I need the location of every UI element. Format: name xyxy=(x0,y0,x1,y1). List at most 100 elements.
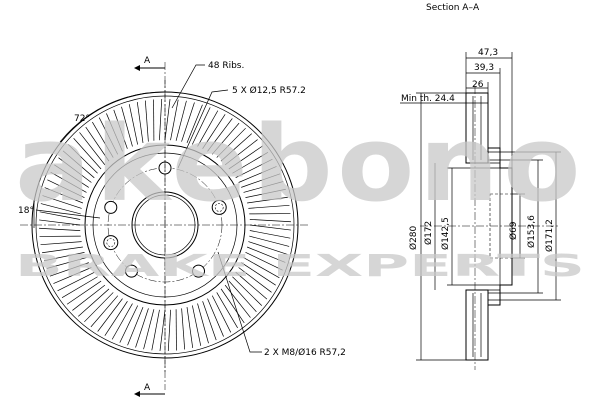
dim-69: Ø69 xyxy=(508,221,519,240)
vent-rib xyxy=(143,309,155,350)
section-marker-top: A xyxy=(144,56,151,66)
vent-rib xyxy=(216,292,238,329)
vent-rib xyxy=(224,139,258,166)
vent-rib-edge xyxy=(202,301,217,341)
vent-rib xyxy=(58,157,92,183)
vent-rib-edge xyxy=(220,133,252,162)
threaded-holes-label: 2 X M8/Ø16 R57,2 xyxy=(264,347,346,358)
bolt-hole xyxy=(192,264,206,278)
vent-rib-edge xyxy=(202,114,226,149)
ribs-label: 48 Ribs. xyxy=(208,61,244,71)
ribs-leader xyxy=(171,64,205,109)
vent-rib xyxy=(111,303,133,340)
vent-rib-edge xyxy=(113,109,128,149)
vent-rib-edge xyxy=(135,308,149,348)
vent-rib-edge xyxy=(62,150,95,179)
threaded-hole xyxy=(211,199,227,215)
watermark: akebono BRAKE EXPERTS xyxy=(15,103,585,284)
vent-rib-edge xyxy=(220,288,245,324)
vent-rib xyxy=(72,284,106,311)
watermark-brand: akebono xyxy=(15,103,585,225)
vent-rib xyxy=(207,118,233,152)
bolt-hole xyxy=(124,264,138,278)
vent-rib-edge xyxy=(128,104,138,145)
bolt-hole-leader xyxy=(177,89,229,169)
vent-rib xyxy=(247,196,288,204)
vent-rib xyxy=(249,224,291,231)
front-view: A A 72° 18° 48 Ribs. 5 X Ø12,5 R57.2 2 X… xyxy=(18,56,346,397)
vent-rib-edge xyxy=(228,280,257,312)
vent-rib-edge xyxy=(49,262,89,277)
vent-rib-edge xyxy=(235,158,273,179)
dim-26: 26 xyxy=(472,80,484,90)
vent-rib xyxy=(53,267,92,284)
vent-rib xyxy=(164,99,171,141)
vent-rib-edge xyxy=(44,252,85,262)
dim-172: Ø172 xyxy=(423,221,434,245)
angle-72-label: 72° xyxy=(74,114,90,124)
vent-rib-edge xyxy=(241,173,281,188)
threaded-hole-thread xyxy=(214,203,224,212)
vent-rib-edge xyxy=(90,295,119,328)
vent-rib-edge xyxy=(211,122,240,155)
vent-rib xyxy=(238,267,272,293)
bolt-holes-label: 5 X Ø12,5 R57.2 xyxy=(232,85,306,96)
vent-rib-edge xyxy=(66,280,102,305)
vent-rib-edge xyxy=(39,227,81,231)
threaded-hole-leader xyxy=(217,251,262,353)
vent-rib xyxy=(197,110,219,147)
vent-rib-edge xyxy=(211,295,232,333)
vent-rib-edge xyxy=(73,138,102,170)
vent-rib-edge xyxy=(104,301,128,336)
section-view: Section A–A 47,3 39,3 26 Min th. 24 xyxy=(400,3,561,370)
vent-rib xyxy=(186,307,194,348)
vent-rib xyxy=(67,144,98,174)
dim-153-6: Ø153,6 xyxy=(526,215,537,248)
vent-rib-edge xyxy=(245,188,286,198)
section-arrowhead-top xyxy=(134,65,140,71)
vent-rib-edge xyxy=(249,219,291,223)
vent-rib xyxy=(216,127,246,158)
threaded-hole xyxy=(103,235,119,251)
vent-rib xyxy=(92,121,114,158)
vent-rib xyxy=(40,203,81,215)
section-arrowhead-bottom xyxy=(134,391,140,397)
vent-rib xyxy=(224,284,251,318)
angle-arc-72 xyxy=(59,91,166,143)
angle-18-label: 18° xyxy=(18,206,34,216)
vent-rib-edge xyxy=(192,305,202,346)
vent-rib-edge xyxy=(249,230,291,239)
section-title: Section A–A xyxy=(426,3,480,13)
vent-rib xyxy=(84,292,114,323)
vent-rib xyxy=(246,246,286,263)
vent-rib xyxy=(186,104,203,144)
bolt-hole xyxy=(104,200,118,214)
threaded-hole-thread xyxy=(106,238,116,247)
vent-rib xyxy=(106,113,123,152)
vent-rib-edge xyxy=(167,309,171,351)
vent-rib xyxy=(79,132,106,166)
vent-rib xyxy=(159,309,166,351)
vent-ribs xyxy=(39,99,291,351)
vent-rib-edge xyxy=(159,99,163,141)
vent-rib xyxy=(121,106,133,147)
vent-rib-edge xyxy=(54,164,89,188)
vent-rib xyxy=(238,166,277,183)
vent-rib xyxy=(175,100,187,141)
friction-ring-bottom xyxy=(465,289,489,361)
vent-rib xyxy=(39,219,81,226)
section-marker-bottom: A xyxy=(144,383,151,393)
vent-rib-edge xyxy=(228,145,264,170)
vent-rib-edge xyxy=(248,204,290,209)
vent-rib-edge xyxy=(57,271,95,292)
dim-142-5: Ø142,5 xyxy=(440,217,451,250)
vent-rib-edge xyxy=(170,99,179,141)
dim-171-2: Ø171,2 xyxy=(544,219,555,252)
vent-rib xyxy=(61,276,98,298)
vent-rib-edge xyxy=(40,241,82,246)
vent-rib xyxy=(136,102,144,143)
vent-rib xyxy=(44,187,84,204)
vent-rib-edge xyxy=(47,179,85,199)
vent-rib-edge xyxy=(85,126,110,162)
